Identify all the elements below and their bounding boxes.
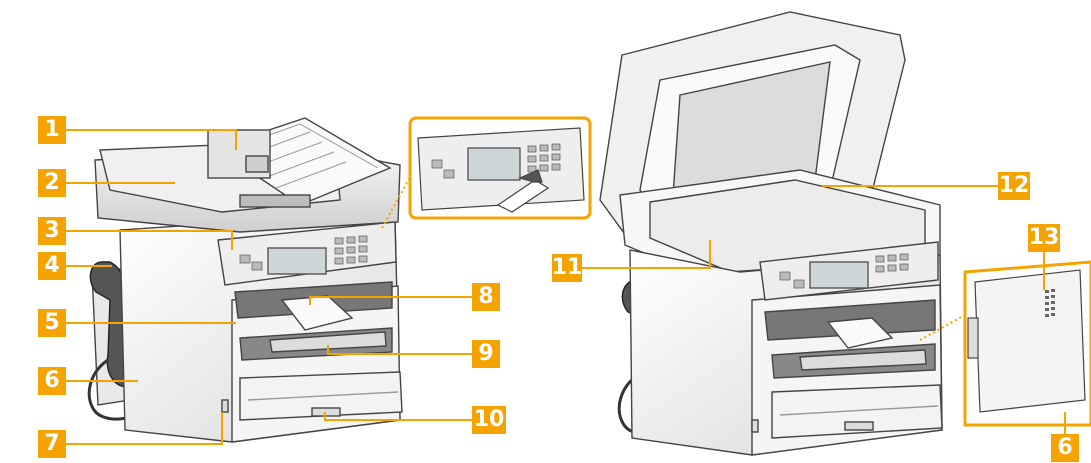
callout-6-right: 6 — [1051, 434, 1079, 462]
leader-3 — [66, 230, 233, 250]
leader-1 — [66, 129, 237, 150]
leader-11 — [582, 240, 711, 269]
inset-panel — [408, 116, 592, 220]
callout-11: 11 — [551, 254, 583, 282]
callout-2: 2 — [38, 169, 66, 197]
side-inset — [963, 260, 1091, 427]
left-printer — [87, 117, 416, 443]
callout-9: 9 — [472, 340, 500, 368]
callout-8: 8 — [472, 283, 500, 311]
callout-7: 7 — [38, 430, 66, 458]
callout-3: 3 — [38, 217, 66, 245]
callout-13: 13 — [1028, 224, 1060, 252]
callout-10: 10 — [472, 406, 506, 434]
callout-6: 6 — [38, 367, 66, 395]
leader-9 — [327, 345, 472, 355]
right-printer — [599, 11, 966, 456]
power-switch — [221, 399, 229, 413]
leader-10 — [324, 412, 472, 421]
callout-5: 5 — [38, 309, 66, 337]
callout-12: 12 — [998, 172, 1030, 200]
leader-7 — [66, 412, 223, 445]
leader-8 — [309, 296, 472, 305]
callout-1: 1 — [38, 116, 66, 144]
callout-4: 4 — [38, 252, 66, 280]
leader-lines — [66, 129, 1066, 445]
